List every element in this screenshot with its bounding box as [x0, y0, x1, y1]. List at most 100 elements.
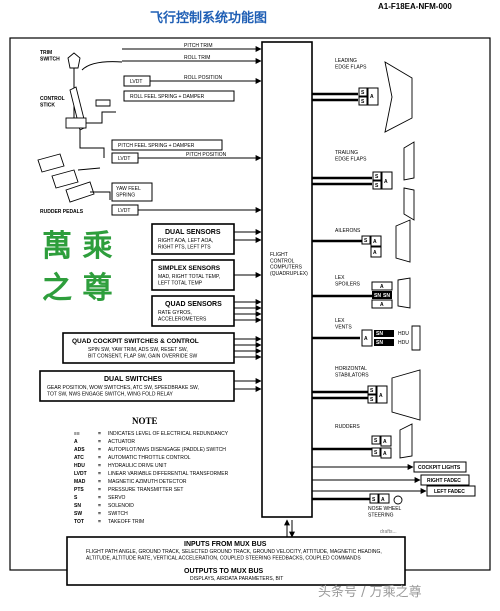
pitch-trim-label: PITCH TRIM [184, 43, 213, 49]
note-equals: = [98, 439, 101, 445]
note-term: TOT [74, 519, 84, 525]
note-title: NOTE [132, 416, 158, 426]
note-term: HDU [74, 463, 85, 469]
svg-text:A: A [373, 250, 377, 256]
roll-feel-box [123, 90, 235, 102]
mux-outputs-body: DISPLAYS, AIRDATA PARAMETERS, BIT [190, 576, 283, 582]
svg-text:SN: SN [376, 340, 383, 346]
dual-sensors-box [151, 223, 235, 255]
watermark: 头条号 / 万乘之尊 [318, 584, 422, 600]
note-equals: = [98, 471, 101, 477]
roll-feel-label: ROLL FEEL SPRING + DAMPER [130, 94, 205, 100]
svg-text:S: S [375, 174, 379, 180]
mux-bus-box [66, 536, 406, 586]
svg-text:HDU: HDU [398, 340, 409, 346]
dual-sensors-title: DUAL SENSORS [165, 229, 221, 236]
note-definition: SERVO [108, 495, 126, 501]
svg-text:S: S [374, 450, 378, 456]
dual-switches-title: DUAL SWITCHES [104, 376, 163, 383]
ailerons-actuator [370, 235, 382, 247]
svg-text:A: A [380, 302, 384, 308]
pitch-feel-box [111, 139, 223, 151]
document-code: A1-F18EA-NFM-000 [378, 2, 452, 11]
lvdt-yaw-label: LVDT [118, 208, 130, 214]
control-stick-icon [65, 61, 123, 158]
svg-text:A: A [384, 179, 388, 185]
note-term: MAD [74, 479, 86, 485]
cockpit-lights-label: COCKPIT LIGHTS [418, 465, 461, 471]
svg-text:A: A [364, 336, 368, 342]
svg-text:A: A [373, 239, 377, 245]
dual-switches-body: GEAR POSITION, WOW SWITCHES, ATC SW, SPE… [47, 385, 199, 397]
flight-control-computer-box [261, 41, 313, 518]
note-term: PTS [74, 487, 84, 493]
leading-edge-flap-icon [384, 61, 413, 133]
note-definition: TAKEOFF TRIM [108, 519, 144, 525]
note-definition: ACTUATOR [108, 439, 135, 445]
rudder-pedals-label: RUDDER PEDALS [40, 209, 84, 215]
stamp-line-2: 之 尊 [42, 271, 112, 306]
svg-text:SN: SN [383, 293, 390, 299]
mux-inputs-body: FLIGHT PATH ANGLE, GROUND TRACK, SELECTE… [86, 549, 382, 561]
drawing-ref: drafts... [380, 529, 397, 535]
pitch-feel-label: PITCH FEEL SPRING + DAMPER [118, 143, 195, 149]
note-term: A [74, 439, 78, 445]
simplex-sensors-body: MAD, RIGHT TOTAL TEMP,LEFT TOTAL TEMP [158, 274, 220, 286]
note-term: S [74, 495, 78, 501]
leading-edge-actuator [367, 87, 379, 106]
trailing-edge-actuator [381, 171, 393, 190]
note-equals: = [98, 455, 101, 461]
note-equals: = [98, 511, 101, 517]
mux-inputs-title: INPUTS FROM MUX BUS [184, 541, 267, 548]
lvdt-roll-label: LVDT [130, 79, 142, 85]
simplex-sensors-box [151, 259, 235, 291]
trailing-edge-flap-icon-top [403, 141, 415, 181]
simplex-sensors-title: SIMPLEX SENSORS [158, 265, 221, 272]
lvdt-pitch-label: LVDT [118, 156, 130, 162]
lex-vent-icon [411, 325, 421, 351]
svg-text:S: S [370, 388, 374, 394]
pitch-position-label: PITCH POSITION [186, 152, 227, 158]
note-equals: = [98, 447, 101, 453]
svg-text:A: A [383, 439, 387, 445]
mux-outputs-title: OUTPUTS TO MUX BUS [184, 568, 264, 575]
roll-trim-label: ROLL TRIM [184, 55, 210, 61]
note-equals: = [98, 463, 101, 469]
stabilators-actuator [376, 385, 388, 404]
quad-sensors-title: QUAD SENSORS [165, 301, 222, 308]
lex-spoiler-icon [397, 277, 411, 309]
svg-text:HDU: HDU [398, 331, 409, 337]
note-definition: INDICATES LEVEL OF ELECTRICAL REDUNDANCY [108, 431, 229, 437]
stamp-line-1: 萬 乘 [42, 229, 112, 264]
stabilator-icon [391, 369, 421, 421]
right-fadec-box [420, 474, 470, 486]
left-fadec-box [426, 485, 476, 497]
svg-text:S: S [374, 438, 378, 444]
svg-text:S: S [370, 397, 374, 403]
svg-text:S: S [372, 497, 376, 503]
yaw-feel-box [111, 182, 153, 202]
note-equals: = [98, 487, 101, 493]
svg-text:S: S [364, 238, 368, 244]
note-equals: = [98, 519, 101, 525]
svg-text:A: A [383, 451, 387, 457]
note-term: LVDT [74, 471, 87, 477]
svg-text:SN: SN [374, 293, 381, 299]
note-definition: AUTOMATIC THROTTLE CONTROL [108, 455, 191, 461]
rudders-actuator [380, 435, 392, 447]
svg-text:A: A [370, 94, 374, 100]
note-term: SN [74, 503, 81, 509]
ailerons-label: AILERONS [335, 228, 361, 234]
rudders-label: RUDDERS [335, 424, 360, 430]
aileron-icon [395, 219, 411, 263]
svg-text:SN: SN [376, 331, 383, 337]
svg-text:A: A [379, 393, 383, 399]
